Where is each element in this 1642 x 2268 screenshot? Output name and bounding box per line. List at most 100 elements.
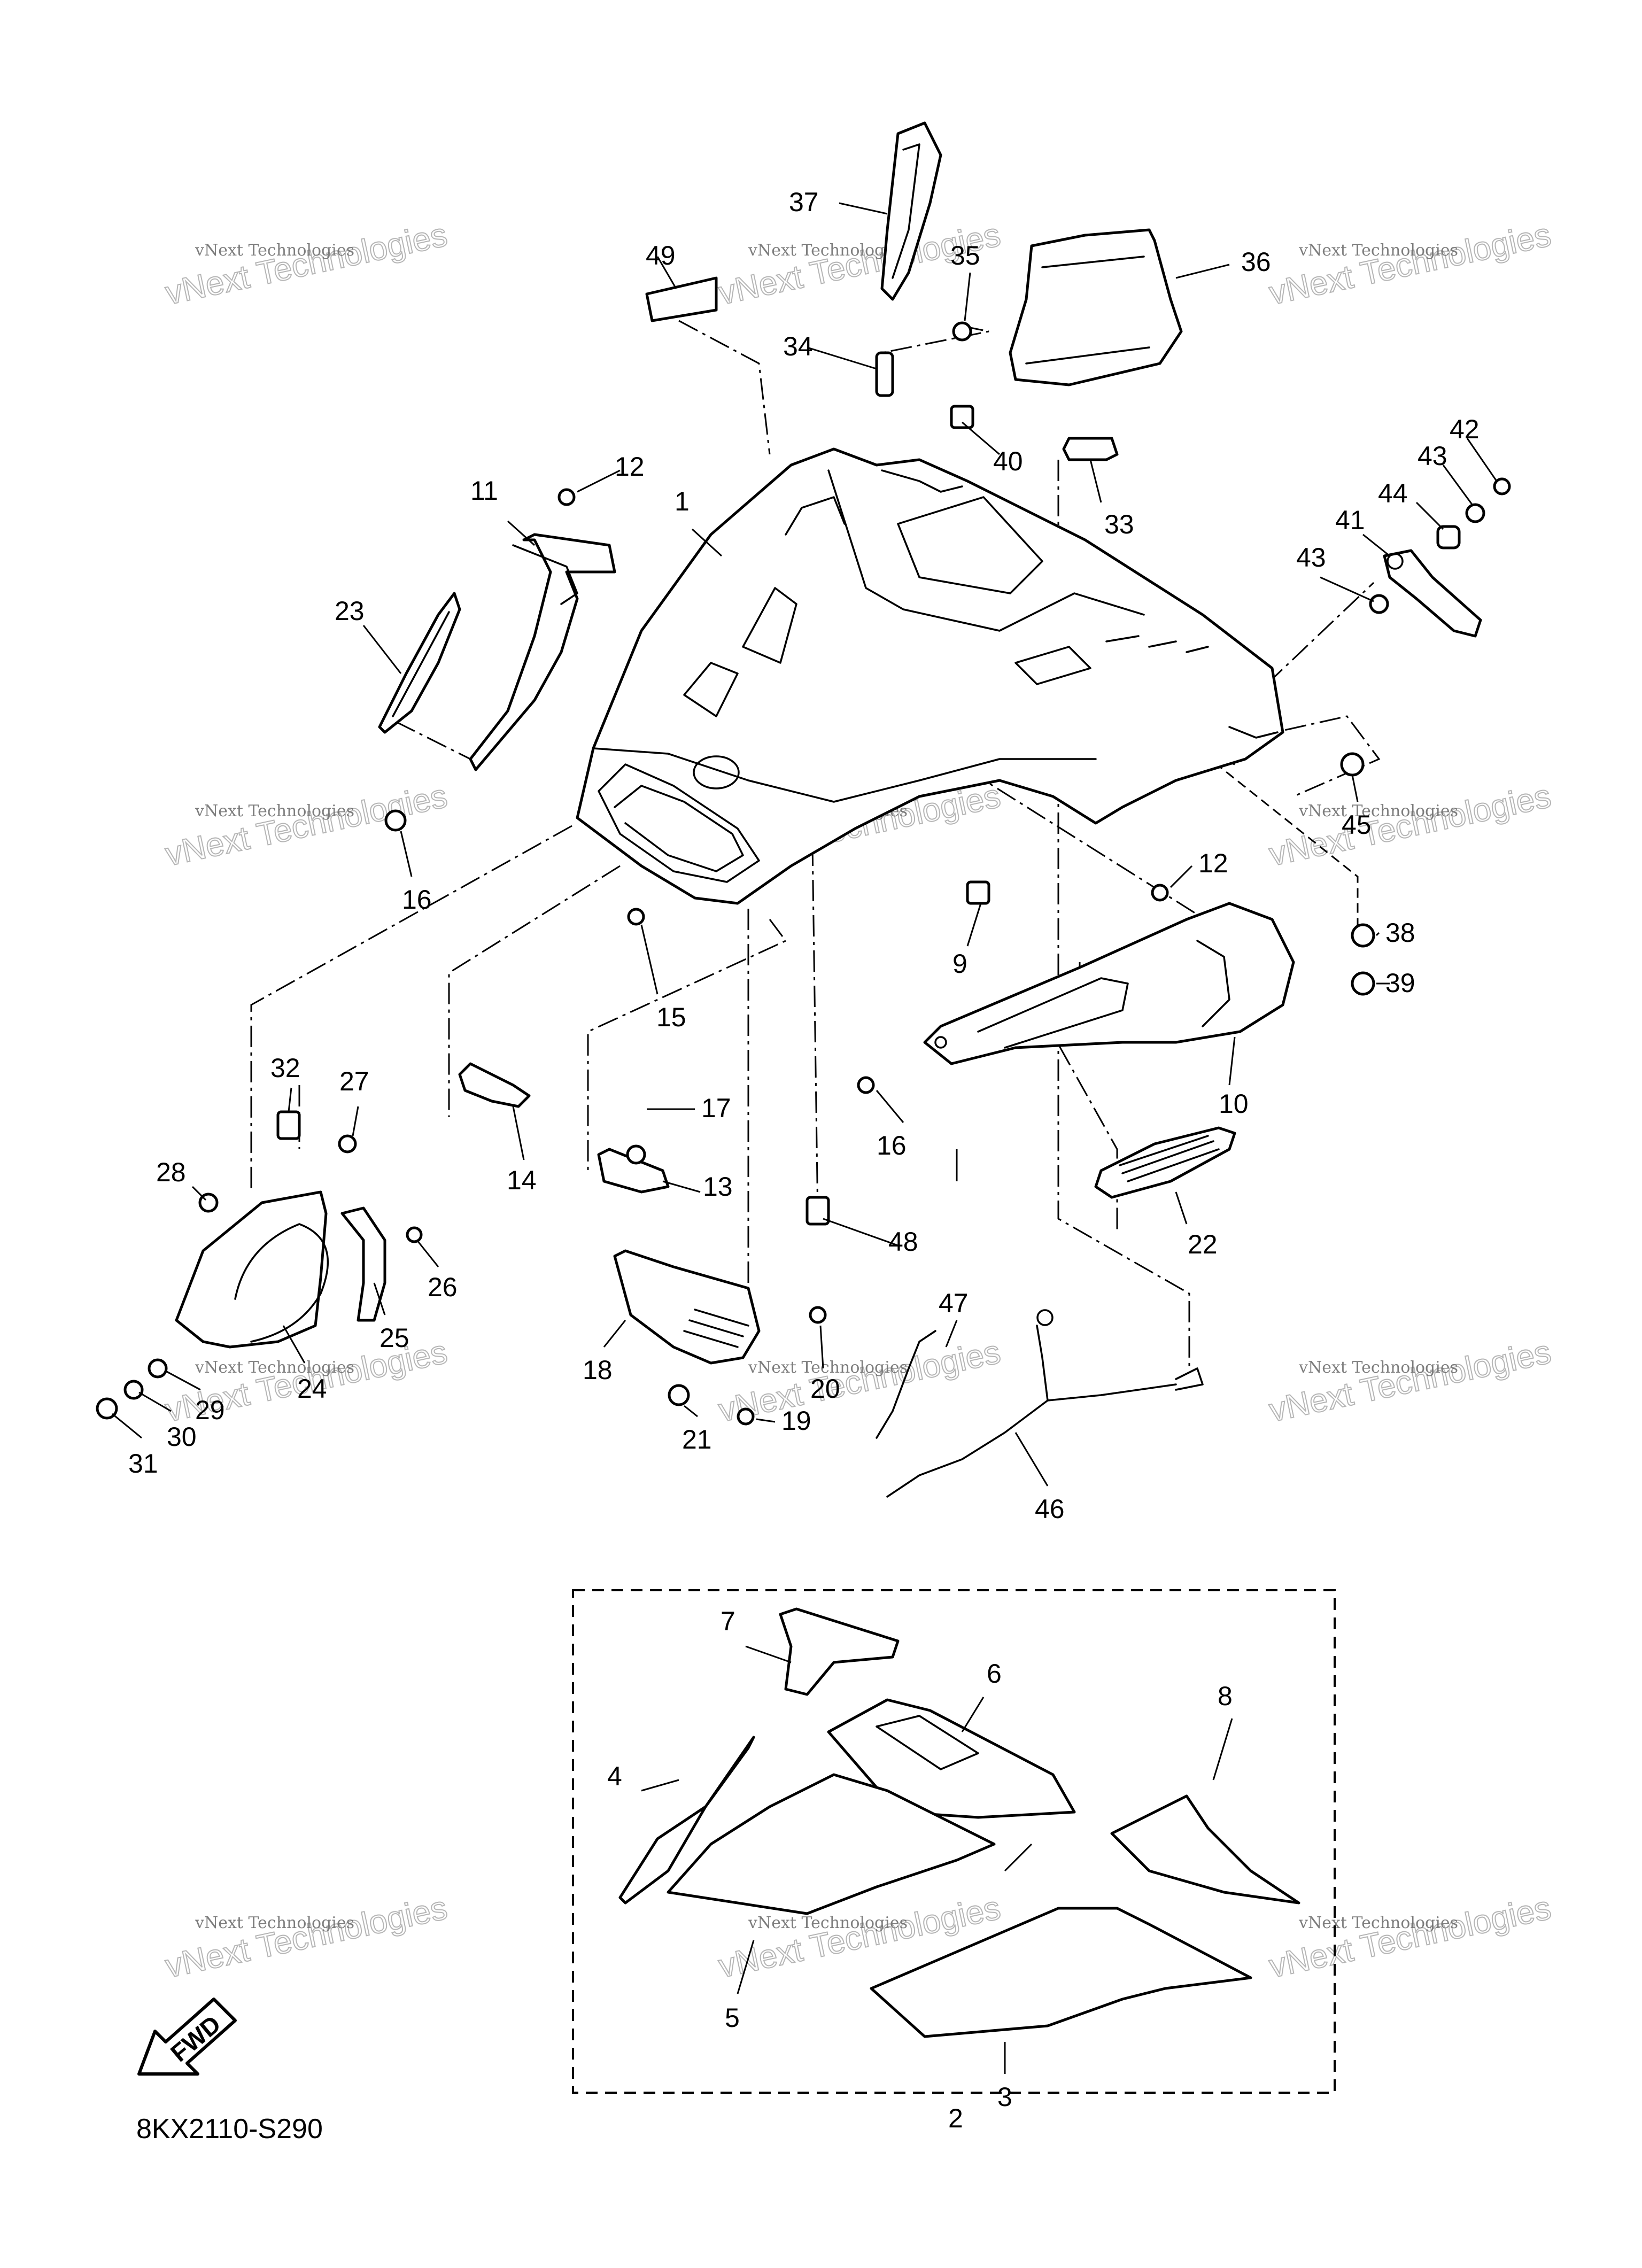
callout-19[interactable]: 19 <box>781 1406 811 1436</box>
left-grille[interactable] <box>378 592 461 734</box>
callouts: 1 2 3 4 5 6 7 8 9 10 11 12 12 13 14 15 1… <box>128 187 1480 2133</box>
nut-39 <box>1351 971 1375 996</box>
callout-7[interactable]: 7 <box>721 1606 735 1636</box>
callout-41[interactable]: 41 <box>1335 505 1365 535</box>
callout-1[interactable]: 1 <box>675 486 690 516</box>
left-cover[interactable] <box>469 533 616 771</box>
screw-20 <box>809 1306 827 1324</box>
air-duct[interactable] <box>613 1249 761 1365</box>
headlight-housing[interactable] <box>175 1190 386 1349</box>
screen[interactable] <box>880 121 942 301</box>
callout-30[interactable]: 30 <box>167 1422 197 1452</box>
callout-21[interactable]: 21 <box>682 1425 712 1454</box>
callout-43b[interactable]: 43 <box>1296 543 1326 572</box>
callout-17[interactable]: 17 <box>701 1093 731 1123</box>
emblem-49 <box>645 276 718 322</box>
washer-29 <box>148 1358 168 1379</box>
callout-11[interactable]: 11 <box>470 476 498 506</box>
nut-31 <box>96 1397 118 1420</box>
callout-33[interactable]: 33 <box>1104 509 1134 539</box>
callout-16a[interactable]: 16 <box>402 885 432 915</box>
watermark-small: vNext Technologies <box>195 802 354 820</box>
screw-19 <box>737 1407 755 1426</box>
callout-38[interactable]: 38 <box>1385 918 1415 948</box>
callout-15[interactable]: 15 <box>656 1002 686 1032</box>
nut-38 <box>1351 923 1375 948</box>
callout-37[interactable]: 37 <box>789 187 819 217</box>
callout-48[interactable]: 48 <box>888 1227 918 1257</box>
watermark-small: vNext Technologies <box>748 241 908 260</box>
callout-16b[interactable]: 16 <box>877 1131 907 1160</box>
callout-34[interactable]: 34 <box>783 331 813 361</box>
screw-42 <box>1493 477 1511 496</box>
grommet-21 <box>668 1384 690 1406</box>
watermark-large: vNext Technologies <box>1266 216 1554 312</box>
decal-kit-box <box>572 1589 1336 2094</box>
screw-27 <box>338 1134 357 1154</box>
bracket[interactable] <box>1383 549 1482 638</box>
callout-12a[interactable]: 12 <box>615 452 645 482</box>
callout-26[interactable]: 26 <box>428 1272 458 1302</box>
callout-23[interactable]: 23 <box>335 596 365 626</box>
callout-14[interactable]: 14 <box>507 1165 537 1195</box>
callout-43a[interactable]: 43 <box>1418 441 1447 471</box>
callout-28[interactable]: 28 <box>156 1157 186 1187</box>
callout-39[interactable]: 39 <box>1385 968 1415 998</box>
callout-31[interactable]: 31 <box>128 1449 158 1479</box>
visor[interactable] <box>1009 228 1183 461</box>
clip-9 <box>966 880 990 905</box>
diagram-code: 8KX2110-S290 <box>136 2114 323 2145</box>
callout-42[interactable]: 42 <box>1450 414 1480 444</box>
callout-2[interactable]: 2 <box>948 2103 963 2133</box>
callout-25[interactable]: 25 <box>379 1323 409 1353</box>
screw-26 <box>406 1226 423 1243</box>
callout-12b[interactable]: 12 <box>1198 848 1228 878</box>
callout-18[interactable]: 18 <box>583 1355 613 1385</box>
callout-46[interactable]: 46 <box>1035 1494 1065 1524</box>
bracket-left[interactable] <box>458 1062 531 1108</box>
callout-40[interactable]: 40 <box>993 446 1023 476</box>
watermark-small: vNext Technologies <box>195 241 354 260</box>
callout-20[interactable]: 20 <box>810 1374 840 1404</box>
front-fender[interactable] <box>576 447 1284 905</box>
callout-13[interactable]: 13 <box>703 1172 733 1202</box>
watermark-large: vNext Technologies <box>716 1334 1004 1429</box>
callout-36[interactable]: 36 <box>1241 247 1271 277</box>
callout-35[interactable]: 35 <box>950 241 980 270</box>
callout-6[interactable]: 6 <box>987 1659 1002 1689</box>
bracket-center[interactable] <box>597 1148 670 1194</box>
callout-4[interactable]: 4 <box>607 1761 622 1791</box>
washer-30 <box>123 1380 144 1400</box>
decal-kit[interactable] <box>618 1607 1300 2038</box>
watermark-small: vNext Technologies <box>1298 241 1458 260</box>
screw-16a <box>384 809 407 832</box>
screw-15 <box>627 908 645 926</box>
callout-10[interactable]: 10 <box>1219 1089 1249 1119</box>
watermark-small: vNext Technologies <box>1298 1914 1458 1932</box>
clip-34 <box>875 351 894 397</box>
fwd-arrow-icon: FWD <box>137 1998 237 2076</box>
callout-47[interactable]: 47 <box>939 1288 969 1318</box>
callout-22[interactable]: 22 <box>1188 1229 1218 1259</box>
callout-5[interactable]: 5 <box>725 2003 740 2033</box>
clip-32 <box>276 1110 301 1140</box>
callout-8[interactable]: 8 <box>1218 1681 1233 1711</box>
watermark: vNext Technologies vNext Technologies <box>162 1889 451 1986</box>
side-panel-right[interactable] <box>923 902 1295 1065</box>
callout-32[interactable]: 32 <box>270 1053 300 1083</box>
callout-45[interactable]: 45 <box>1342 810 1372 840</box>
callout-44[interactable]: 44 <box>1378 478 1408 508</box>
nut-17 <box>626 1144 646 1165</box>
side-grille[interactable] <box>1094 1126 1236 1199</box>
callout-27[interactable]: 27 <box>339 1066 369 1096</box>
watermark: vNext Technologies vNext Technologies <box>1266 777 1555 874</box>
callout-24[interactable]: 24 <box>297 1374 327 1404</box>
nut-45 <box>1340 752 1365 777</box>
callout-29[interactable]: 29 <box>195 1395 225 1425</box>
callout-9[interactable]: 9 <box>952 949 967 979</box>
callout-3[interactable]: 3 <box>997 2082 1012 2112</box>
callout-49[interactable]: 49 <box>646 241 676 270</box>
cable-assembly[interactable] <box>876 1309 1204 1498</box>
watermark-large: vNext Technologies <box>162 216 451 312</box>
